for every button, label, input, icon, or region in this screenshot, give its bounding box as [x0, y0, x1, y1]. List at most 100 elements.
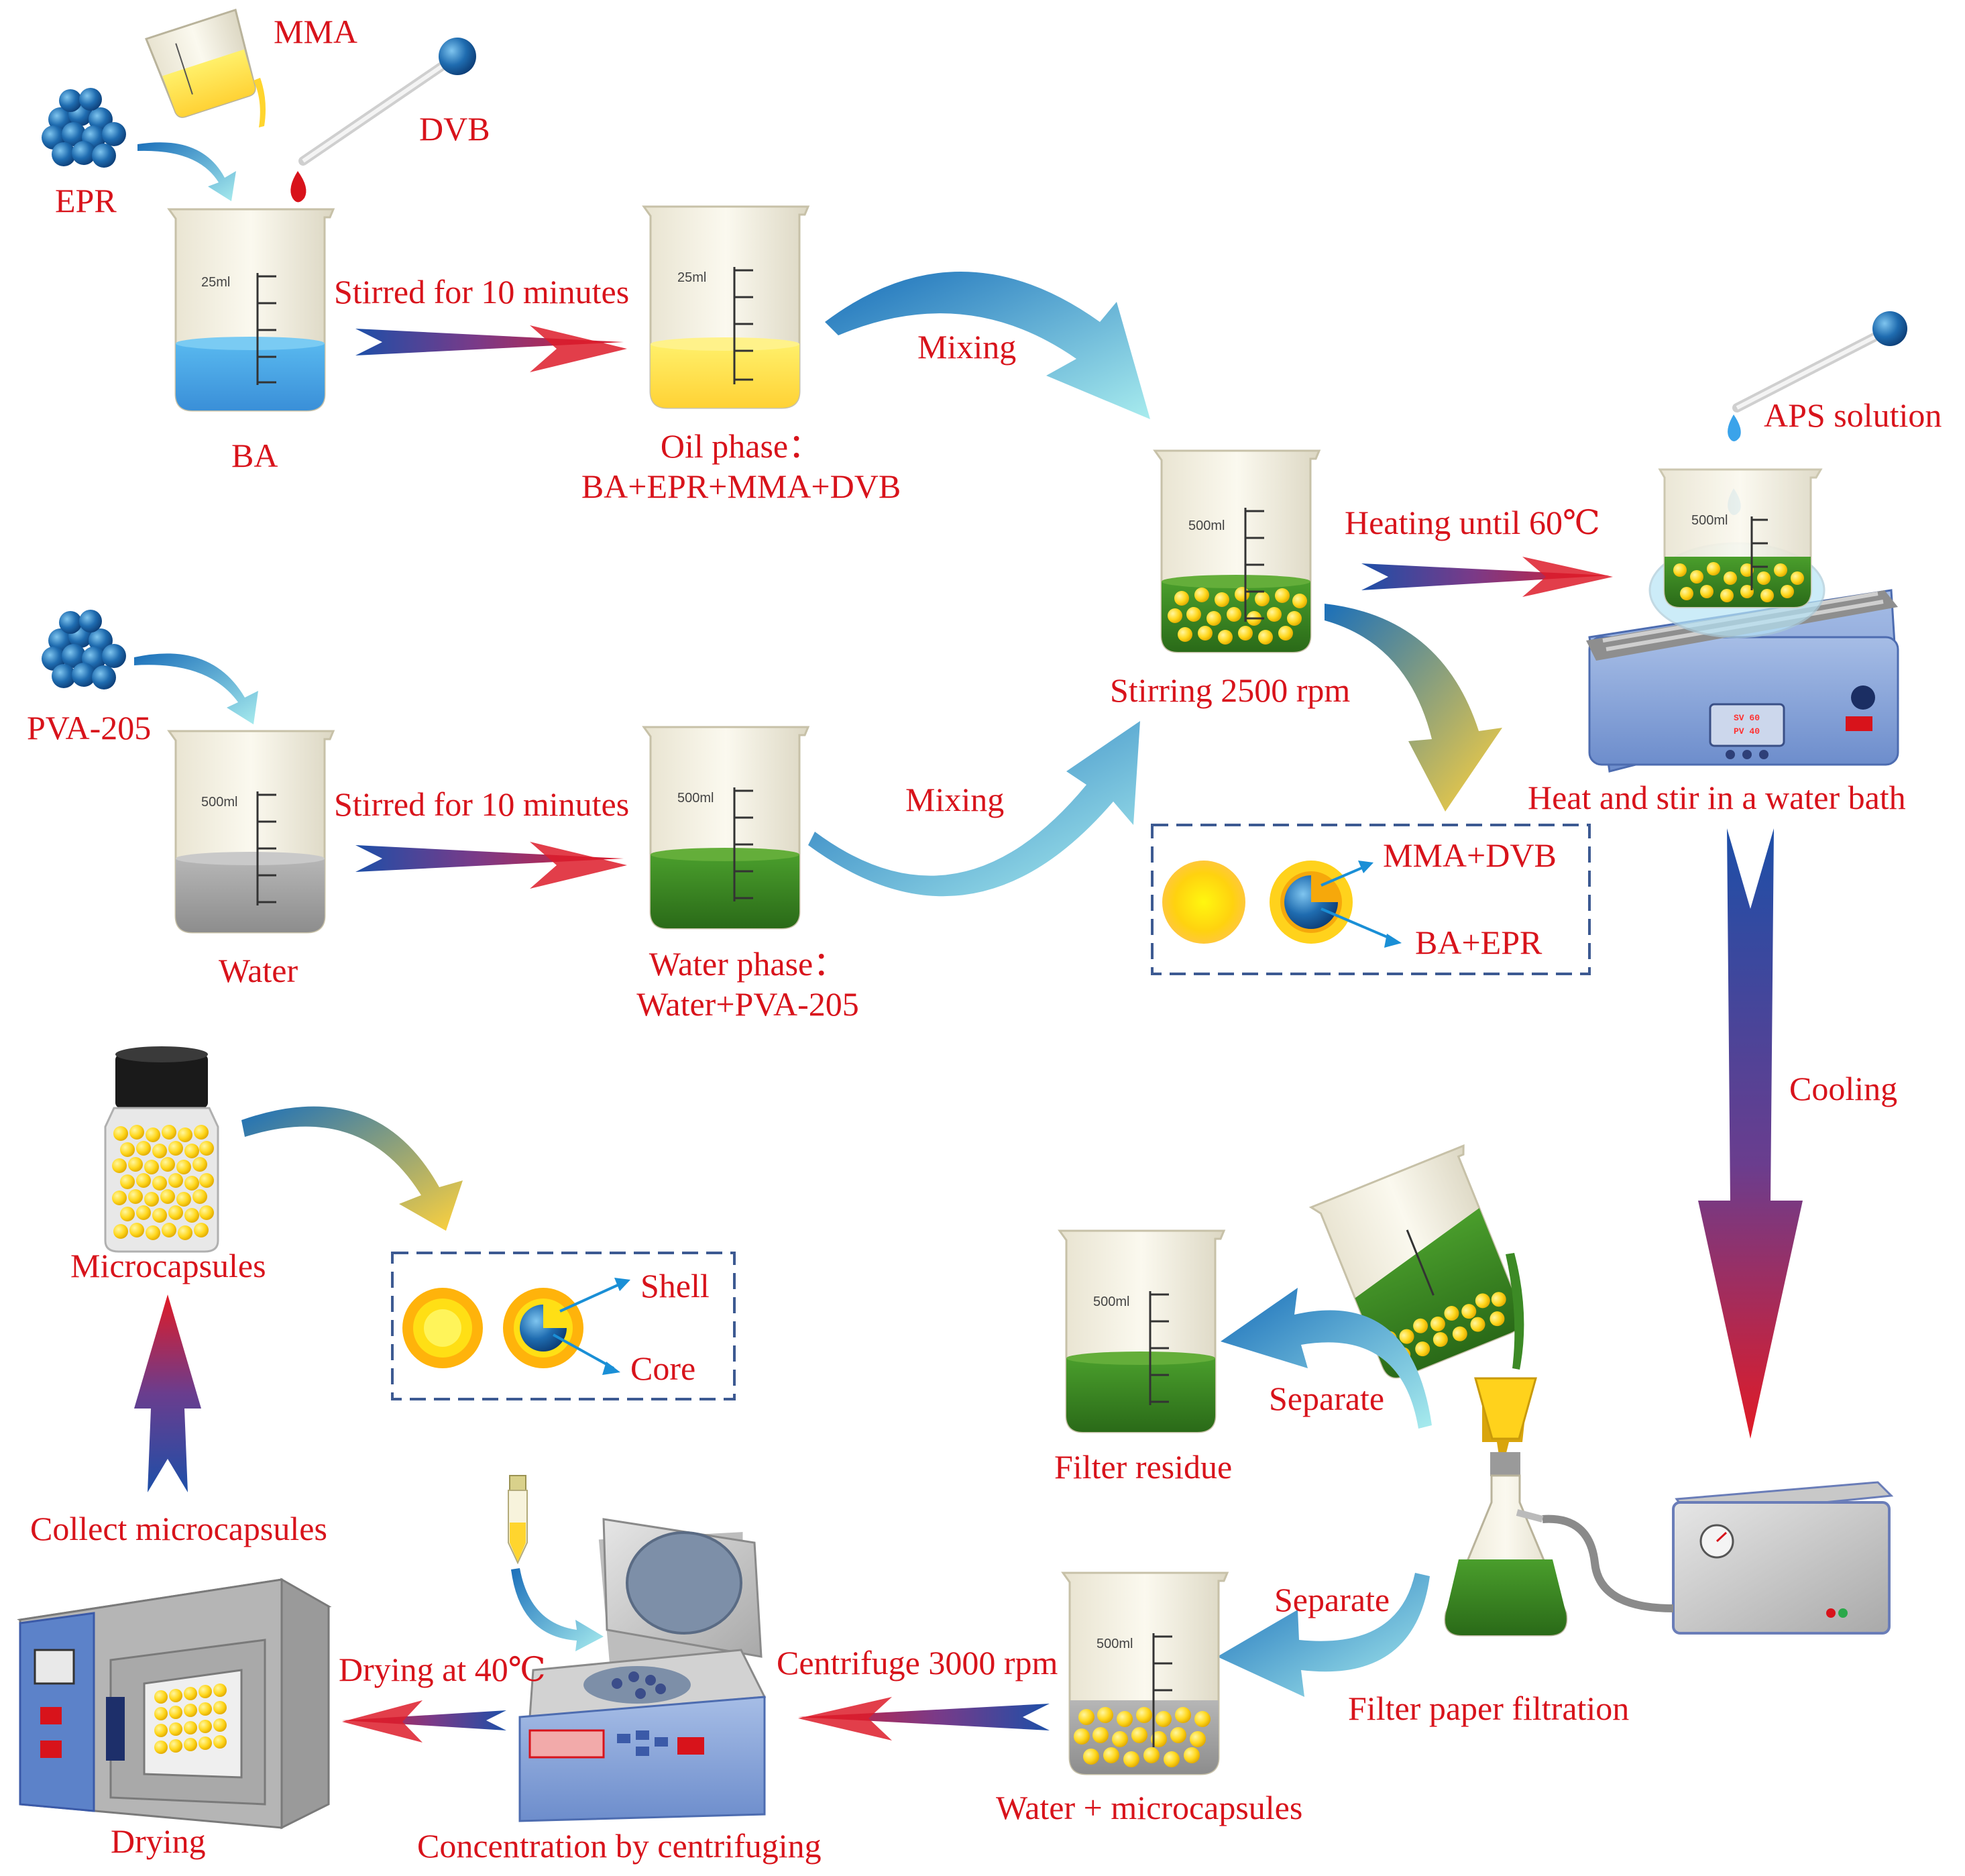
pouring-beaker-icon — [1308, 1144, 1524, 1379]
heater-sv-readout: SV 60 — [1734, 713, 1760, 723]
separate-top-label: Separate — [1269, 1380, 1385, 1417]
stirring-label: Stirring 2500 rpm — [1110, 671, 1351, 709]
droplet-core-label: BA+EPR — [1415, 924, 1542, 961]
epr-label: EPR — [55, 182, 117, 219]
microcapsules-label: Microcapsules — [70, 1247, 266, 1284]
beaker-volume-mark: 500ml — [1093, 1294, 1129, 1309]
shell-pointer-icon — [559, 1281, 624, 1313]
mixing-top-label: Mixing — [917, 328, 1017, 366]
beaker-volume-mark: 500ml — [1188, 518, 1225, 533]
stir-water-label: Stirred for 10 minutes — [334, 785, 630, 823]
mma-beaker-icon — [145, 8, 256, 118]
beaker-volume-mark: 500ml — [201, 795, 237, 810]
stir-oil-arrow-head-icon — [530, 325, 627, 372]
concentration-label: Concentration by centrifuging — [417, 1827, 822, 1865]
mma-label: MMA — [274, 13, 358, 50]
heating-arrow-head-icon — [1522, 557, 1613, 597]
capsule-legend-box — [391, 1252, 736, 1400]
stir-water-arrow-icon — [355, 845, 624, 872]
drying-arrow-head-icon — [342, 1700, 423, 1743]
vacuum-tube-icon — [1542, 1514, 1674, 1612]
heating-label: Heating until 60℃ — [1345, 504, 1600, 541]
aps-drop-icon — [1728, 415, 1741, 441]
mixing-bottom-label: Mixing — [905, 781, 1005, 818]
core-pointer-head-icon — [602, 1362, 620, 1375]
microcapsule-jar-icon — [104, 1046, 219, 1253]
core-pointer-icon — [1321, 907, 1396, 942]
collect-arrow-icon — [134, 1294, 201, 1492]
epr-granules-icon — [42, 88, 126, 168]
shell-pointer-head-icon — [614, 1278, 630, 1291]
shell-pointer-icon — [1321, 864, 1369, 887]
microcapsule-suspension-beaker-icon: 500ml — [1061, 1571, 1229, 1775]
drying-at-label: Drying at 40℃ — [339, 1651, 546, 1688]
stir-water-arrow-head-icon — [530, 842, 627, 889]
dvb-dropper-icon — [298, 38, 476, 166]
separate-bottom-label: Separate — [1274, 1581, 1390, 1618]
stirring-arrow-icon — [1325, 604, 1502, 812]
water-phase-title: Water phase： — [649, 945, 847, 983]
pva-granules-icon — [42, 610, 126, 689]
separate-top-arrow-icon — [1221, 1288, 1432, 1429]
centrifuge-tube-icon — [508, 1475, 528, 1565]
pva-arrow-icon — [134, 653, 258, 724]
water-phase-beaker-icon: 500ml — [642, 726, 810, 930]
heat-bath-label: Heat and stir in a water bath — [1528, 779, 1906, 816]
epr-arrow-icon — [137, 142, 236, 201]
capsule-shell-label: Shell — [640, 1267, 710, 1305]
drying-oven-icon — [17, 1578, 332, 1830]
drying-label: Drying — [111, 1822, 206, 1860]
tube-to-centrifuge-arrow-icon — [511, 1568, 604, 1651]
heating-arrow-icon — [1361, 563, 1610, 590]
centrifuge-arrow-icon — [798, 1704, 1050, 1730]
mixing-bottom-arrow-icon — [808, 721, 1140, 897]
pva-label: PVA-205 — [27, 709, 152, 747]
beaker-volume-mark: 500ml — [677, 791, 714, 806]
centrifuge-arrow-head-icon — [798, 1697, 892, 1741]
dvb-label: DVB — [419, 110, 490, 148]
hotplate-water-bath-icon: SV 60 PV 40 500ml — [1586, 468, 1899, 773]
mixing-top-arrow-icon — [825, 272, 1150, 419]
separate-bottom-arrow-icon — [1217, 1573, 1430, 1697]
beaker-volume-mark: 25ml — [677, 270, 706, 285]
oil-phase-beaker-icon: 25ml — [642, 205, 810, 409]
cooling-arrow-icon — [1698, 828, 1803, 1439]
aps-dropper-icon — [1732, 311, 1907, 412]
collect-label: Collect microcapsules — [30, 1510, 327, 1547]
centrifuge-label: Centrifuge 3000 rpm — [777, 1644, 1058, 1681]
capsule-core-label: Core — [630, 1349, 696, 1387]
oil-phase-title: Oil phase： — [660, 427, 822, 465]
jar-to-legend-arrow-icon — [241, 1106, 463, 1231]
water-label: Water — [219, 952, 298, 989]
pour-stream-icon — [1506, 1253, 1524, 1370]
cooling-label: Cooling — [1789, 1070, 1898, 1107]
ba-beaker-icon: 25ml — [167, 208, 335, 412]
core-pointer-icon — [553, 1333, 614, 1370]
water-phase-formula: Water+PVA-205 — [636, 985, 859, 1023]
centrifuge-icon — [518, 1518, 767, 1822]
aps-label: APS solution — [1764, 396, 1942, 434]
filter-residue-beaker-icon: 500ml — [1058, 1229, 1226, 1433]
droplet-icon — [1162, 861, 1245, 944]
drying-arrow-icon — [342, 1710, 506, 1730]
filter-paper-label: Filter paper filtration — [1348, 1690, 1630, 1727]
stir-oil-label: Stirred for 10 minutes — [334, 273, 630, 311]
core-pointer-head-icon — [1384, 934, 1402, 948]
droplet-shell-label: MMA+DVB — [1383, 836, 1557, 874]
vacuum-pump-icon — [1672, 1481, 1894, 1635]
oil-phase-formula: BA+EPR+MMA+DVB — [581, 467, 901, 505]
beaker-volume-mark: 500ml — [1691, 513, 1728, 528]
capsule-core-icon — [424, 1309, 461, 1347]
water-microcapsules-label: Water + microcapsules — [996, 1789, 1303, 1826]
stir-oil-arrow-icon — [355, 329, 624, 355]
reaction-beaker-icon: 500ml — [1153, 449, 1321, 653]
droplet-core-icon — [1284, 875, 1338, 929]
dvb-drop-icon — [290, 171, 306, 203]
heater-pv-readout: PV 40 — [1734, 726, 1760, 736]
shell-pointer-head-icon — [1358, 861, 1373, 873]
capsule-core-cut-icon — [520, 1305, 567, 1351]
droplet-legend-box — [1151, 824, 1591, 975]
filter-residue-label: Filter residue — [1054, 1448, 1233, 1486]
